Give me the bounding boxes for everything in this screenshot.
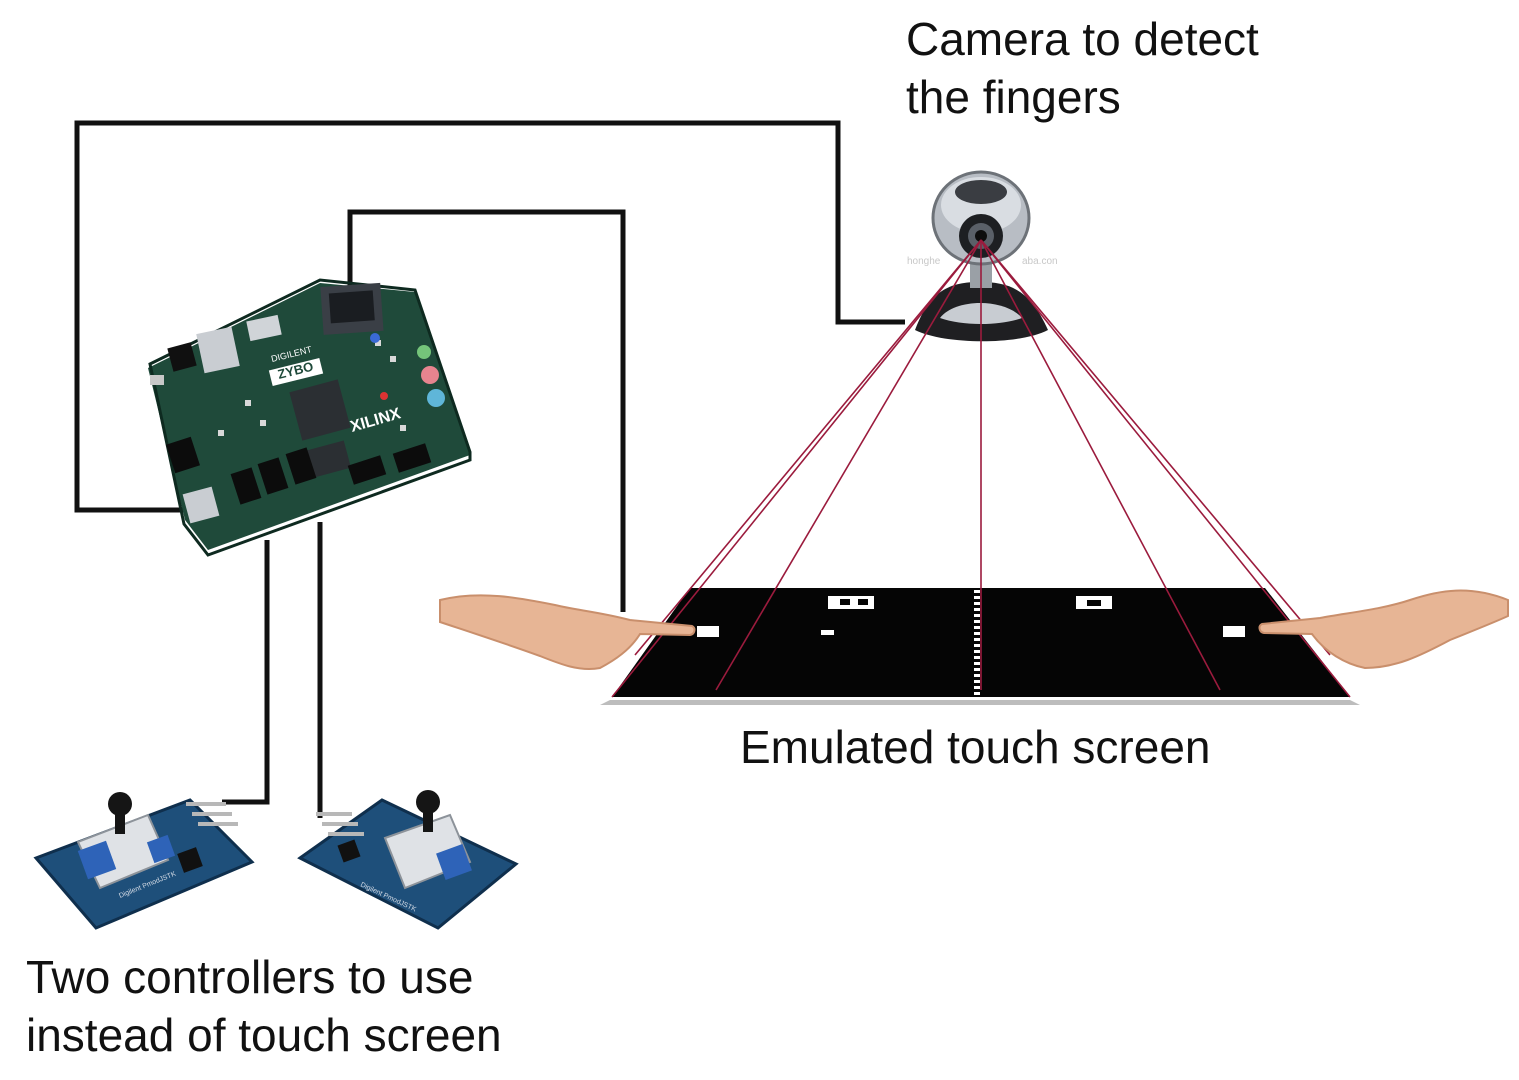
controllers-label-line-1: Two controllers to use bbox=[26, 951, 474, 1003]
wire-board-to-controller-1 bbox=[222, 540, 270, 805]
power-jack bbox=[167, 342, 197, 372]
wire-board-to-screen bbox=[347, 209, 626, 612]
touch-screen-label: Emulated touch screen bbox=[740, 721, 1211, 773]
zybo-board: DIGILENT ZYBO XILINX bbox=[148, 278, 472, 557]
camera-label: Camera to detect the fingers bbox=[906, 10, 1259, 126]
ball bbox=[821, 630, 834, 635]
right-paddle bbox=[1223, 626, 1245, 637]
left-hand bbox=[439, 594, 696, 670]
camera-watermark: honghe bbox=[907, 256, 941, 267]
fpga-chip bbox=[289, 379, 351, 441]
controllers-label-line-2: instead of touch screen bbox=[26, 1009, 502, 1061]
camera-watermark-suffix: aba.con bbox=[1022, 256, 1058, 267]
emulated-touch-screen bbox=[600, 588, 1360, 705]
controller-1-stick bbox=[115, 810, 125, 834]
camera-sight-lines bbox=[611, 239, 1351, 698]
ethernet-port bbox=[196, 326, 240, 374]
webcam: honghe aba.con bbox=[905, 160, 1063, 350]
camera-label-line-1: Camera to detect bbox=[906, 13, 1259, 65]
right-hand bbox=[1258, 589, 1509, 670]
controllers-label: Two controllers to use instead of touch … bbox=[26, 948, 502, 1064]
controller-2-pins bbox=[316, 812, 364, 836]
controller-2-stick bbox=[423, 808, 433, 832]
board-components bbox=[150, 340, 406, 436]
audio-jack-blue bbox=[427, 389, 445, 407]
audio-jack-green bbox=[417, 345, 431, 359]
camera-label-line-2: the fingers bbox=[906, 71, 1121, 123]
blue-jumper bbox=[370, 333, 380, 343]
wires bbox=[74, 120, 905, 818]
audio-jack-pink bbox=[421, 366, 439, 384]
screen-shadow bbox=[600, 700, 1360, 705]
right-score bbox=[1076, 596, 1112, 609]
hdmi-port bbox=[246, 314, 282, 342]
left-score bbox=[828, 596, 874, 609]
left-paddle bbox=[697, 626, 719, 637]
controller-1: Digilent PmodJSTK bbox=[33, 792, 255, 930]
controller-1-pins bbox=[186, 802, 238, 826]
pmod-headers bbox=[166, 436, 432, 505]
reset-button-red bbox=[380, 392, 388, 400]
controller-2: Digilent PmodJSTK bbox=[297, 790, 519, 930]
memory-chip bbox=[307, 440, 351, 478]
usb-port bbox=[182, 486, 220, 524]
wire-board-to-camera bbox=[74, 120, 905, 513]
